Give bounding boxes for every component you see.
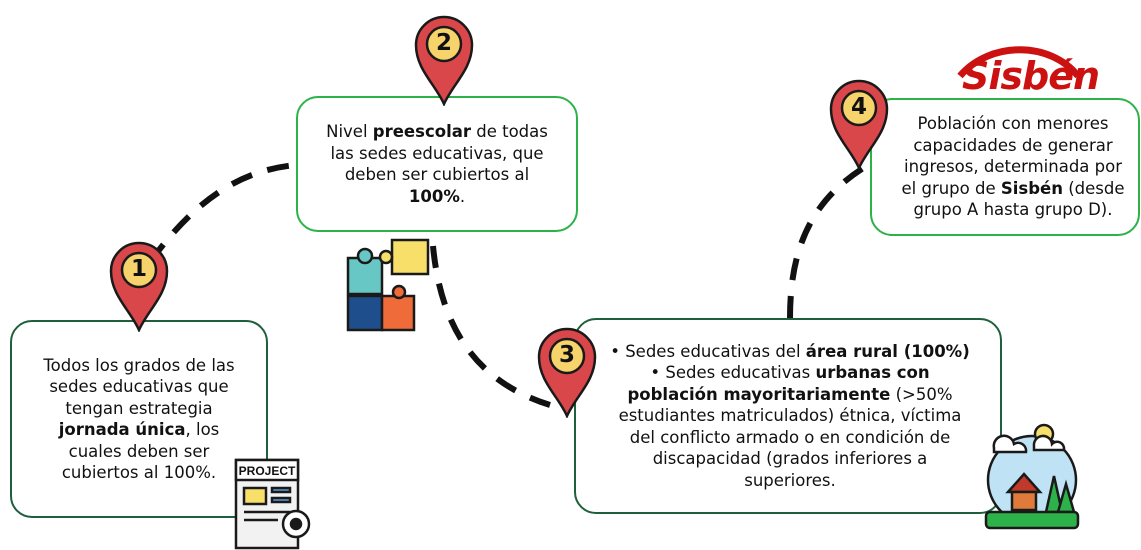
map-pin-4-number: 4	[850, 94, 867, 120]
box3-bullet-1-pre: • Sedes educativas del	[610, 341, 806, 361]
box3-bold-poblacion: población mayoritariamente	[627, 384, 891, 404]
sisben-logo: Sisbén	[957, 46, 1100, 98]
box2-line-1: Nivel preescolar de todas	[314, 121, 560, 143]
map-pin-3-icon: 3	[536, 326, 598, 420]
box2-line-2: las sedes educativas, que	[330, 143, 544, 163]
box3-line-7: superiores.	[744, 470, 836, 490]
box3-line-5: del conflicto armado o en condición de	[629, 427, 951, 447]
box2-line-1-post: de todas	[471, 122, 548, 141]
rural-landscape-icon	[984, 423, 1080, 530]
box3-line-4: estudiantes matriculados) étnica, víctim…	[618, 406, 962, 426]
box1-line-1: Todos los grados de las	[43, 355, 235, 375]
box2-line-1-pre: Nivel	[326, 122, 373, 141]
box4-line-4: el grupo de Sisbén (desde	[896, 178, 1130, 200]
box4-line-1: Población con menores	[917, 114, 1109, 134]
criteria-box-1: Todos los grados de las sedes educativas…	[10, 320, 268, 518]
box1-line-6: cubiertos al 100%.	[61, 463, 217, 482]
project-document-icon: PROJECT	[234, 458, 311, 550]
map-pin-3-number: 3	[558, 342, 575, 368]
box3-bold-urbanas: urbanas con	[815, 363, 930, 383]
criteria-box-4: Población con menores capacidades de gen…	[870, 98, 1140, 236]
box4-line-2: capacidades de generar	[913, 135, 1113, 155]
box1-line-3: tengan estrategia	[65, 398, 213, 418]
box3-bullet-2: • Sedes educativas urbanas con	[610, 362, 970, 384]
map-pin-4-icon: 4	[828, 78, 890, 172]
map-pin-2-number: 2	[435, 30, 452, 56]
criteria-box-2: Nivel preescolar de todas las sedes educ…	[296, 96, 578, 232]
box4-line-4-post: (desde	[1062, 178, 1125, 198]
box2-line-3: deben ser cubiertos al	[344, 165, 530, 184]
box1-line-4: jornada única, los	[28, 419, 250, 441]
logo-arc	[957, 46, 1081, 79]
box3-line-3-post: (>50%	[890, 384, 953, 404]
box3-bold-rural: área rural (100%)	[805, 341, 970, 361]
map-pin-2-icon: 2	[413, 14, 475, 108]
box2-bold-100: 100%	[408, 186, 460, 206]
box1-line-2: sedes educativas que	[49, 377, 229, 396]
box4-line-3: ingresos, determinada por	[903, 157, 1122, 177]
box3-bullet-2-pre: • Sedes educativas	[650, 363, 816, 383]
box2-line-4: 100%.	[314, 186, 560, 208]
box1-line-5: cuales deben ser	[68, 441, 210, 461]
box3-bullet-1: • Sedes educativas del área rural (100%)	[610, 341, 970, 363]
box1-line-4-rest: , los	[185, 420, 220, 439]
box4-bold-sisben: Sisbén	[1000, 178, 1063, 198]
box4-line-4-pre: el grupo de	[901, 178, 1001, 198]
box3-line-3: población mayoritariamente (>50%	[610, 384, 970, 406]
box2-bold-preescolar: preescolar	[372, 122, 471, 141]
box3-line-6: discapacidad (grados inferiores a	[652, 449, 928, 469]
puzzle-icon	[346, 238, 430, 332]
box4-line-5: grupo A hasta grupo D).	[913, 200, 1113, 220]
map-pin-1-icon: 1	[108, 240, 170, 334]
map-pin-1-number: 1	[130, 256, 147, 282]
box2-line-4-post: .	[459, 186, 466, 206]
box1-bold-jornada: jornada única	[58, 420, 186, 439]
criteria-box-3: • Sedes educativas del área rural (100%)…	[574, 318, 1002, 514]
project-label: PROJECT	[239, 464, 296, 478]
